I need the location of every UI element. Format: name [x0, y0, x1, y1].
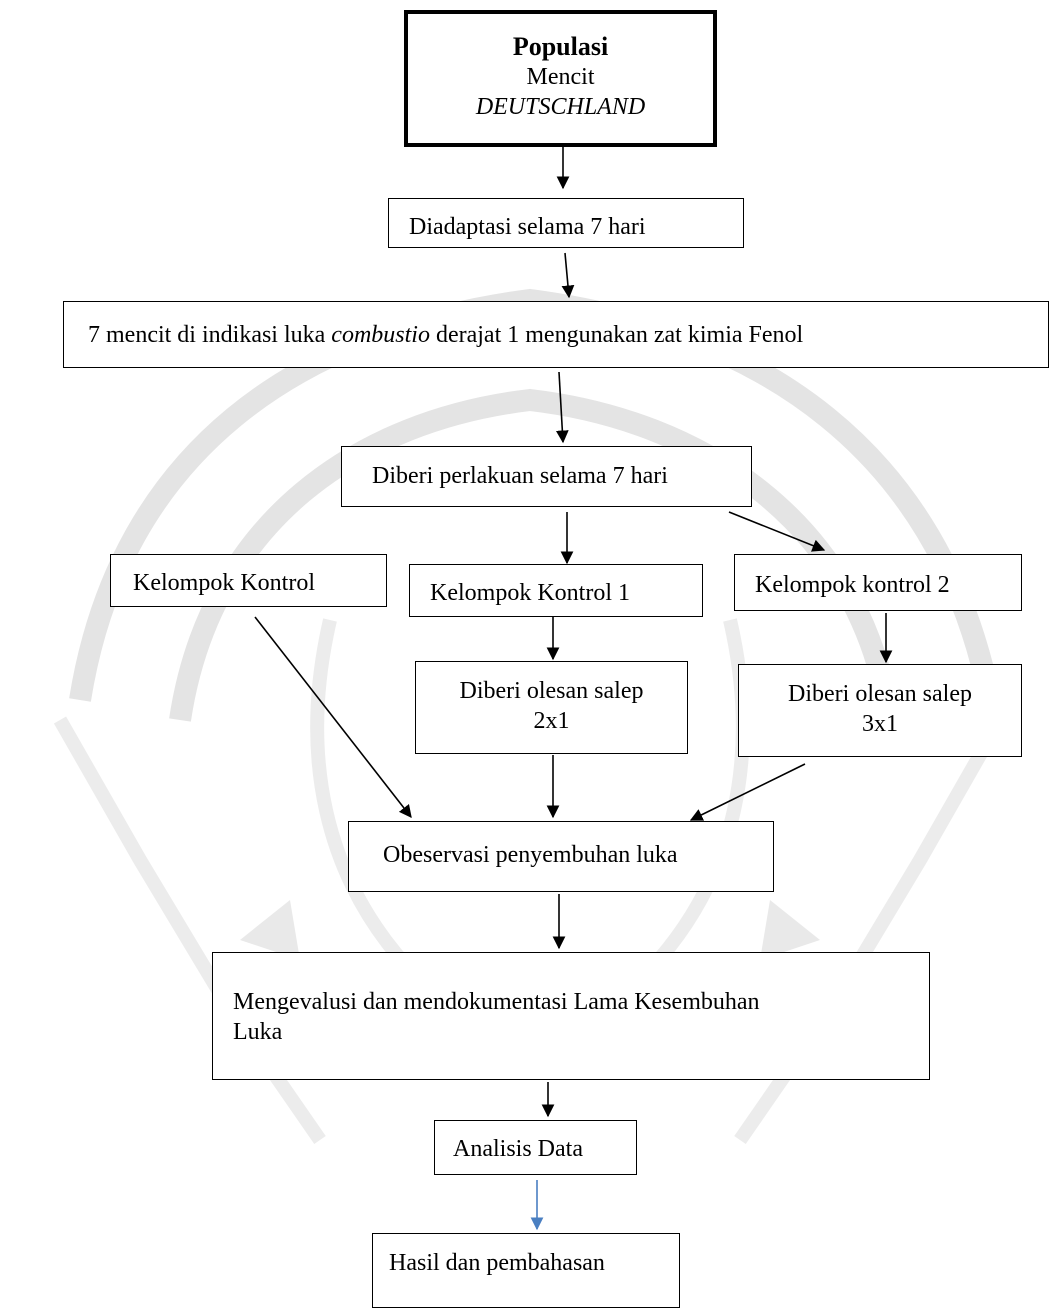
- hasil-label: Hasil dan pembahasan: [389, 1250, 605, 1276]
- node-kontrol2: Kelompok kontrol 2: [734, 554, 1022, 611]
- arrow-salep3-observasi: [689, 763, 806, 821]
- node-populasi: Populasi Mencit DEUTSCHLAND: [404, 10, 717, 147]
- indikasi-italic: combustio: [331, 322, 430, 348]
- evaluasi-line2: Luka: [233, 1019, 283, 1045]
- arrow-adaptasi-indikasi: [561, 252, 575, 299]
- node-observasi: Obeservasi penyembuhan luka: [348, 821, 774, 892]
- salep3-line2: 3x1: [862, 711, 898, 737]
- kontrol2-label: Kelompok kontrol 2: [755, 572, 950, 598]
- node-hasil: Hasil dan pembahasan: [372, 1233, 680, 1308]
- node-salep2: Diberi olesan salep 2x1: [415, 661, 688, 754]
- node-kontrol1: Kelompok Kontrol 1: [409, 564, 703, 617]
- evaluasi-line1: Mengevalusi dan mendokumentasi Lama Kese…: [233, 989, 760, 1015]
- populasi-line3: DEUTSCHLAND: [475, 94, 646, 120]
- node-perlakuan: Diberi perlakuan selama 7 hari: [341, 446, 752, 507]
- arrow-kontrol-observasi: [254, 616, 412, 819]
- perlakuan-label: Diberi perlakuan selama 7 hari: [372, 463, 668, 489]
- indikasi-post: derajat 1 mengunakan zat kimia Fenol: [429, 322, 804, 348]
- arrow-indikasi-perlakuan: [555, 371, 569, 444]
- node-analisis: Analisis Data: [434, 1120, 637, 1175]
- salep2-line1: Diberi olesan salep: [459, 678, 644, 704]
- node-adaptasi: Diadaptasi selama 7 hari: [388, 198, 744, 248]
- indikasi-label: 7 mencit di indikasi luka combustio dera…: [88, 320, 1048, 350]
- node-salep3: Diberi olesan salep 3x1: [738, 664, 1022, 757]
- adaptasi-label: Diadaptasi selama 7 hari: [409, 214, 646, 240]
- arrow-perlakuan-kontrol2: [728, 511, 826, 552]
- populasi-line2: Mencit: [526, 64, 595, 90]
- kontrol-label: Kelompok Kontrol: [133, 570, 315, 596]
- indikasi-pre: 7 mencit di indikasi luka: [88, 322, 332, 348]
- populasi-title: Populasi: [512, 32, 609, 61]
- salep3-line1: Diberi olesan salep: [788, 681, 972, 707]
- analisis-label: Analisis Data: [453, 1136, 583, 1162]
- node-evaluasi: Mengevalusi dan mendokumentasi Lama Kese…: [212, 952, 930, 1080]
- salep2-line2: 2x1: [533, 708, 570, 734]
- observasi-label: Obeservasi penyembuhan luka: [383, 842, 678, 868]
- kontrol1-label: Kelompok Kontrol 1: [430, 580, 630, 606]
- node-kontrol: Kelompok Kontrol: [110, 554, 387, 607]
- node-indikasi: 7 mencit di indikasi luka combustio dera…: [63, 301, 1049, 368]
